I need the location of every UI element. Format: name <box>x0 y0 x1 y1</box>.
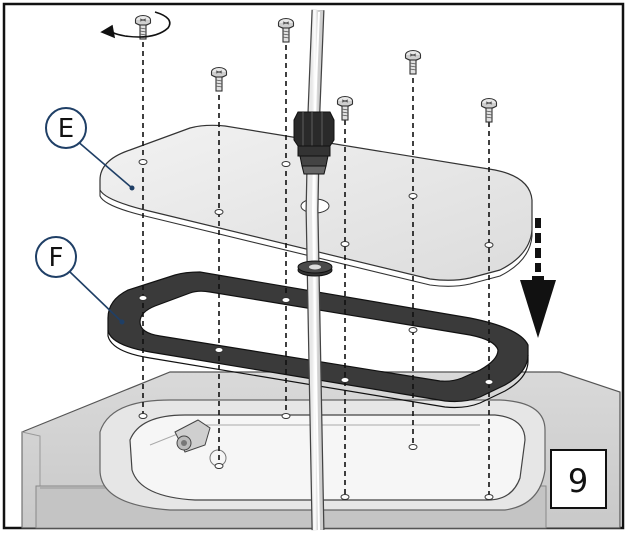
cable-ring <box>297 260 333 277</box>
rotate-arrow-icon <box>100 11 171 39</box>
callout-f-label: F <box>49 243 64 273</box>
screw-holes <box>138 159 494 500</box>
step-number: 9 <box>568 462 588 500</box>
callout-f: F <box>35 236 125 325</box>
step-number-box: 9 <box>550 449 607 509</box>
alignment-lines <box>142 42 490 500</box>
cable <box>305 9 325 531</box>
down-arrow-icon <box>520 218 556 338</box>
cable-gland <box>293 111 335 175</box>
callout-e: E <box>45 107 135 191</box>
callout-e-label: E <box>58 114 74 144</box>
